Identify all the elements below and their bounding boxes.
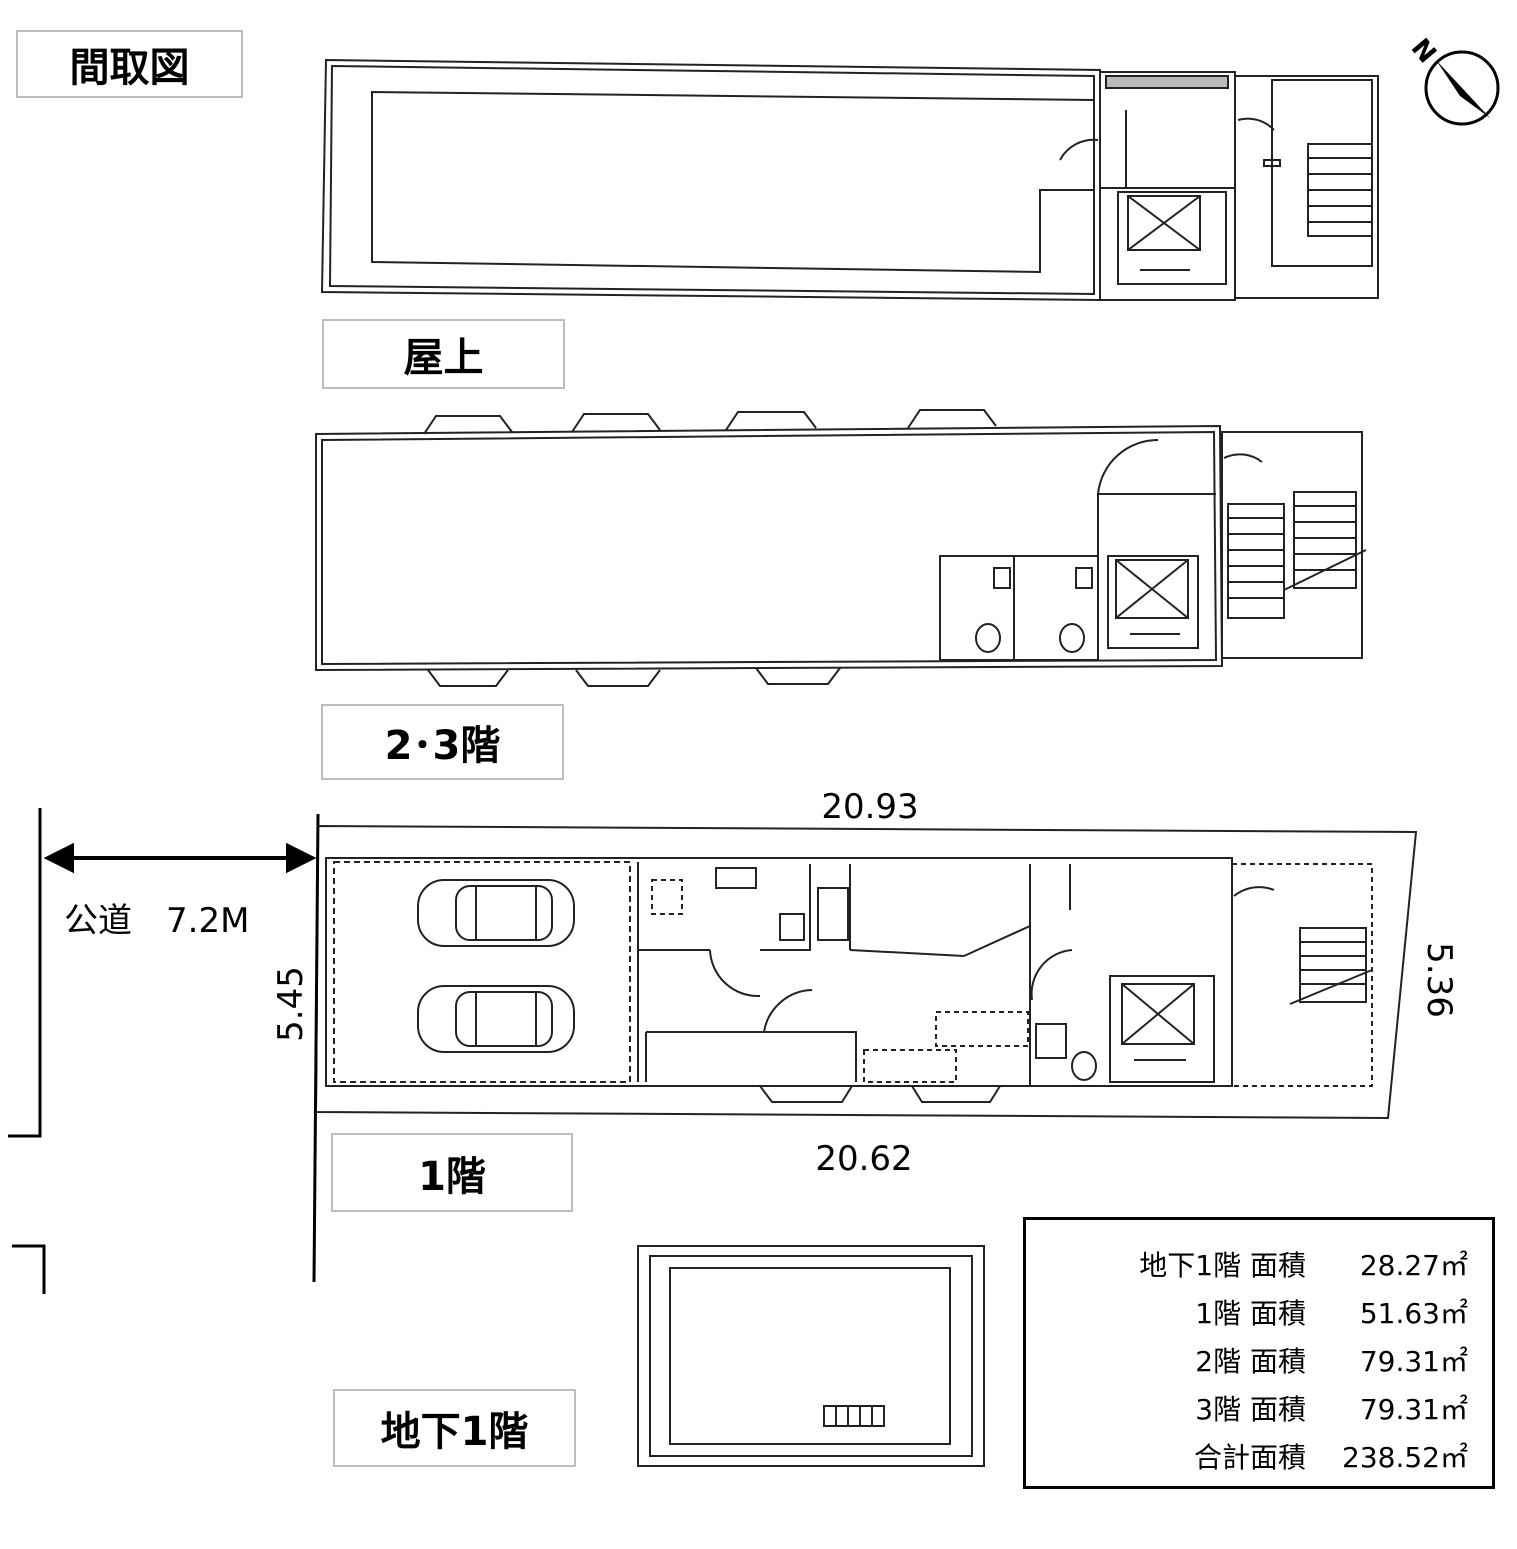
- dim-bottom: 20.62: [815, 1139, 912, 1179]
- area-row: 2階 面積 79.31㎡: [1050, 1336, 1468, 1384]
- area-name: 合計面積: [1193, 1441, 1306, 1474]
- area-name: 3階 面積: [1195, 1393, 1306, 1426]
- floorplan-title: 間取図: [16, 30, 243, 98]
- basement-plan: [637, 1245, 985, 1467]
- roof-label: 屋上: [322, 319, 565, 389]
- roof-plan: [320, 58, 1379, 302]
- parked-car-1: [417, 879, 575, 947]
- area-value: 79.31㎡: [1359, 1393, 1468, 1426]
- area-row: 3階 面積 79.31㎡: [1050, 1384, 1468, 1432]
- area-name: 2階 面積: [1195, 1345, 1306, 1378]
- dim-left: 5.45: [271, 966, 311, 1042]
- floor23-label: 2･3階: [321, 704, 564, 780]
- boundary-lines: [8, 808, 320, 1294]
- area-value: 28.27㎡: [1359, 1249, 1468, 1282]
- area-row: 合計面積 238.52㎡: [1050, 1432, 1468, 1480]
- dim-top: 20.93: [821, 787, 918, 827]
- area-value: 79.31㎡: [1359, 1345, 1468, 1378]
- area-value: 238.52㎡: [1342, 1441, 1468, 1474]
- dim-right: 5.36: [1419, 942, 1459, 1018]
- area-value: 51.63㎡: [1359, 1297, 1468, 1330]
- basement-label: 地下1階: [333, 1389, 576, 1467]
- parked-car-2: [417, 985, 575, 1053]
- road-arrow: [43, 842, 317, 874]
- area-name: 1階 面積: [1195, 1297, 1306, 1330]
- area-table: 地下1階 面積 28.27㎡ 1階 面積 51.63㎡ 2階 面積 79.31㎡…: [1023, 1217, 1495, 1489]
- floor23-plan: [315, 409, 1367, 687]
- road-label: 公道 7.2M: [64, 901, 249, 941]
- area-name: 地下1階 面積: [1139, 1249, 1306, 1282]
- floor1-plan: [314, 824, 1418, 1120]
- floor1-label: 1階: [331, 1133, 573, 1212]
- compass-icon: N: [1405, 33, 1500, 126]
- area-row: 1階 面積 51.63㎡: [1050, 1288, 1468, 1336]
- area-row: 地下1階 面積 28.27㎡: [1050, 1240, 1468, 1288]
